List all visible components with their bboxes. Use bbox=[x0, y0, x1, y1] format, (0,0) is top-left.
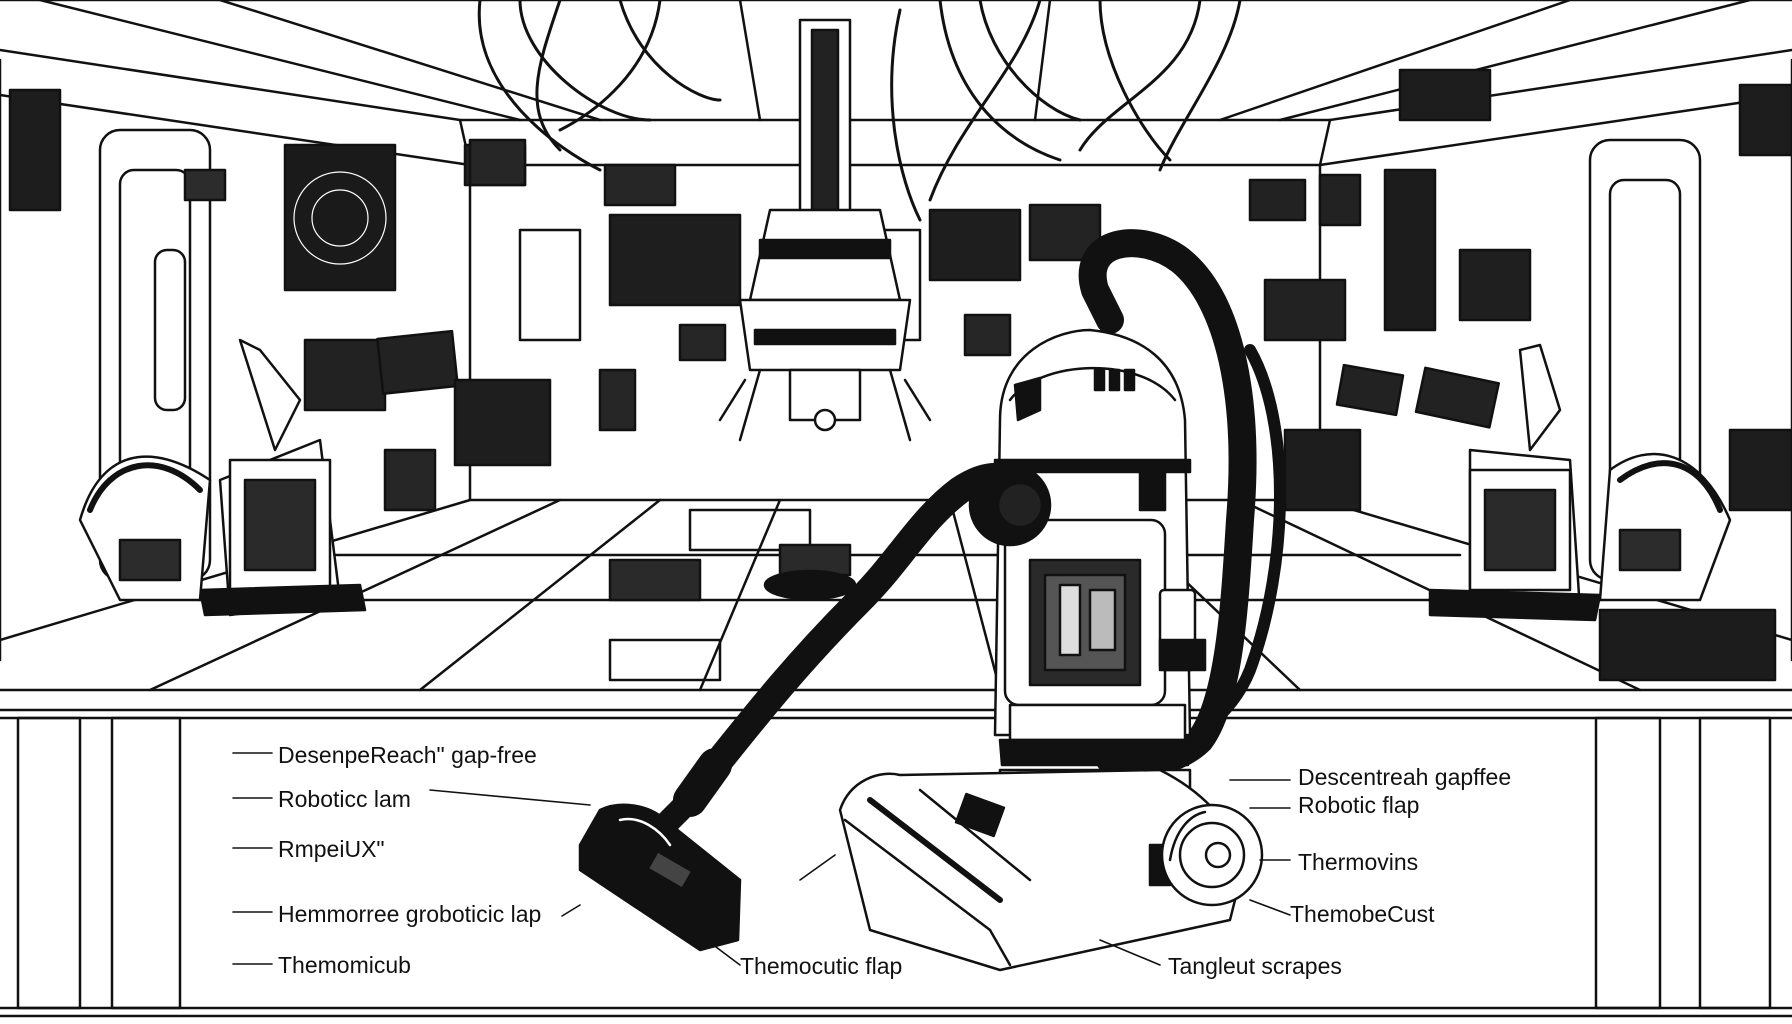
ceiling-cables bbox=[477, 0, 1242, 222]
callout-left-4: Hemmorree groboticic lap bbox=[278, 901, 542, 927]
callout-left-2: Roboticc lam bbox=[278, 786, 411, 812]
callout-bottom-2: Tangleut scrapes bbox=[1168, 953, 1342, 979]
callout-left-5: Themomicub bbox=[278, 952, 411, 978]
callout-bottom-1: Themocutic flap bbox=[740, 953, 903, 979]
callout-left-3: RmpeiUX" bbox=[278, 836, 385, 862]
main-vacuum bbox=[578, 229, 1286, 972]
right-side-robot bbox=[1428, 343, 1732, 622]
left-side-robot bbox=[78, 338, 367, 617]
callout-right-1: Descentreah gapffee bbox=[1298, 764, 1512, 790]
central-robot bbox=[718, 18, 932, 442]
callout-right-3: Thermovins bbox=[1298, 849, 1419, 875]
callout-left-1: DesenpeReach" gap-free bbox=[278, 742, 537, 768]
callout-leader-lines bbox=[232, 752, 1291, 966]
callout-right-2: Robotic flap bbox=[1298, 792, 1420, 818]
room-background bbox=[0, 0, 1792, 692]
callout-right-4: ThemobeCust bbox=[1290, 901, 1435, 927]
